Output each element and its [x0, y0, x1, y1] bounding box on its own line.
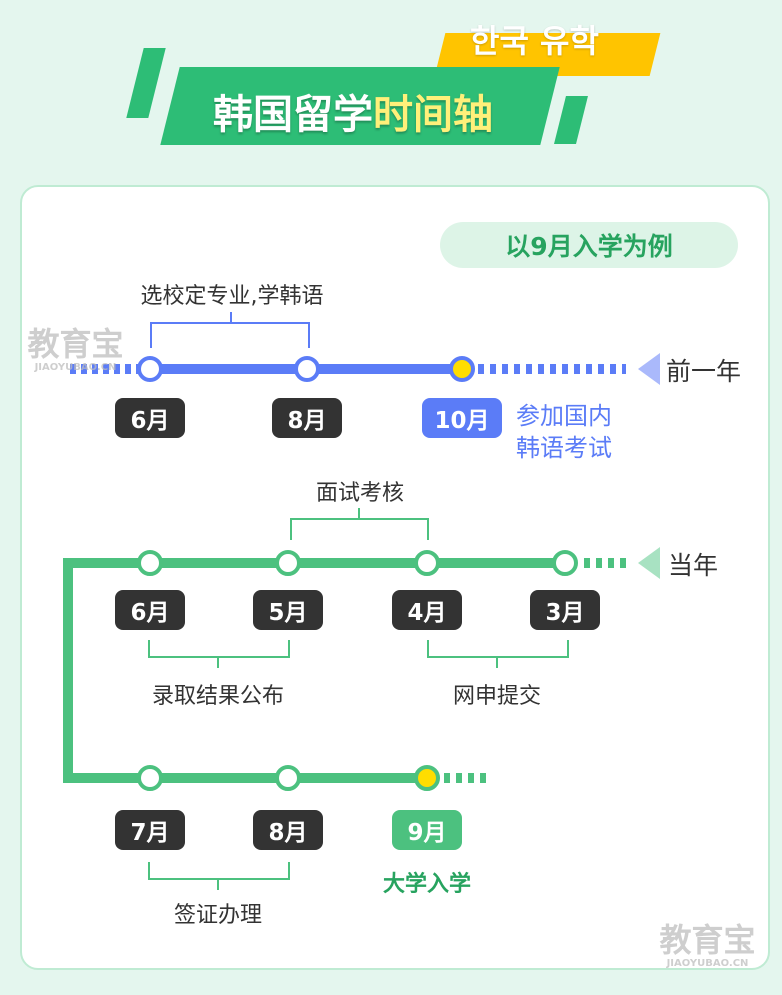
bracket-interview [290, 518, 429, 540]
bracket-select-school [150, 322, 310, 348]
bracket-tick [217, 658, 219, 668]
month-label-highlight: 10月 [422, 398, 502, 438]
month-label: 3月 [530, 590, 600, 630]
title-yellow: 时间轴 [373, 92, 493, 138]
decor-stripe-left [126, 48, 166, 118]
node-enroll [414, 765, 440, 791]
watermark-domain: JIAOYUBAO.CN [34, 362, 117, 373]
prev-year-label: 前一年 [666, 357, 742, 386]
dotted-line-current [584, 558, 632, 568]
timeline-vertical [63, 558, 73, 783]
bracket-tick [496, 658, 498, 668]
page-title: 韩国留学时间轴 [213, 82, 493, 140]
month-label: 8月 [272, 398, 342, 438]
arrow-left-icon [638, 353, 660, 385]
decor-stripe-right [554, 96, 588, 144]
dotted-line-end [444, 773, 492, 783]
exam-note-line1: 参加国内 [516, 402, 612, 430]
node [275, 550, 301, 576]
month-label: 6月 [115, 590, 185, 630]
bracket-apply [427, 640, 569, 658]
month-label: 8月 [253, 810, 323, 850]
bracket-text-select-school: 选校定专业,学韩语 [140, 284, 324, 309]
month-label: 6月 [115, 398, 185, 438]
korean-tag-text: 한국 유학 [470, 22, 599, 60]
month-label: 4月 [392, 590, 462, 630]
month-label: 7月 [115, 810, 185, 850]
example-pill: 以9月入学为例 [440, 222, 738, 268]
exam-note: 参加国内 韩语考试 [516, 400, 612, 464]
node-oct [449, 356, 475, 382]
bracket-tick [217, 880, 219, 890]
apply-text: 网申提交 [452, 684, 542, 709]
bracket-tick [358, 508, 360, 518]
node [137, 765, 163, 791]
month-label: 5月 [253, 590, 323, 630]
watermark-name: 教育宝 [659, 921, 756, 959]
exam-note-line2: 韩语考试 [516, 434, 612, 462]
current-year-label: 当年 [668, 551, 719, 580]
dotted-line-left [70, 364, 150, 374]
visa-text: 签证办理 [173, 903, 263, 928]
node [137, 550, 163, 576]
timeline-current-row1 [63, 558, 565, 568]
interview-text: 面试考核 [315, 481, 405, 506]
node-jun [137, 356, 163, 382]
enroll-text: 大学入学 [382, 872, 472, 897]
bracket-visa [148, 862, 290, 880]
watermark-logo: 教育宝 JIAOYUBAO.CN [650, 922, 765, 969]
watermark-domain: JIAOYUBAO.CN [666, 958, 749, 969]
result-text: 录取结果公布 [151, 684, 285, 709]
watermark-logo: 教育宝 JIAOYUBAO.CN [18, 326, 133, 373]
arrow-left-icon [638, 547, 660, 579]
node [414, 550, 440, 576]
node [552, 550, 578, 576]
title-white: 韩国留学 [213, 92, 373, 138]
watermark-name: 教育宝 [27, 325, 124, 363]
bracket-tick [230, 312, 232, 322]
bracket-result [148, 640, 290, 658]
node-aug [294, 356, 320, 382]
timeline-current-row2 [63, 773, 427, 783]
month-label-highlight: 9月 [392, 810, 462, 850]
dotted-line-right [478, 364, 626, 374]
node [275, 765, 301, 791]
